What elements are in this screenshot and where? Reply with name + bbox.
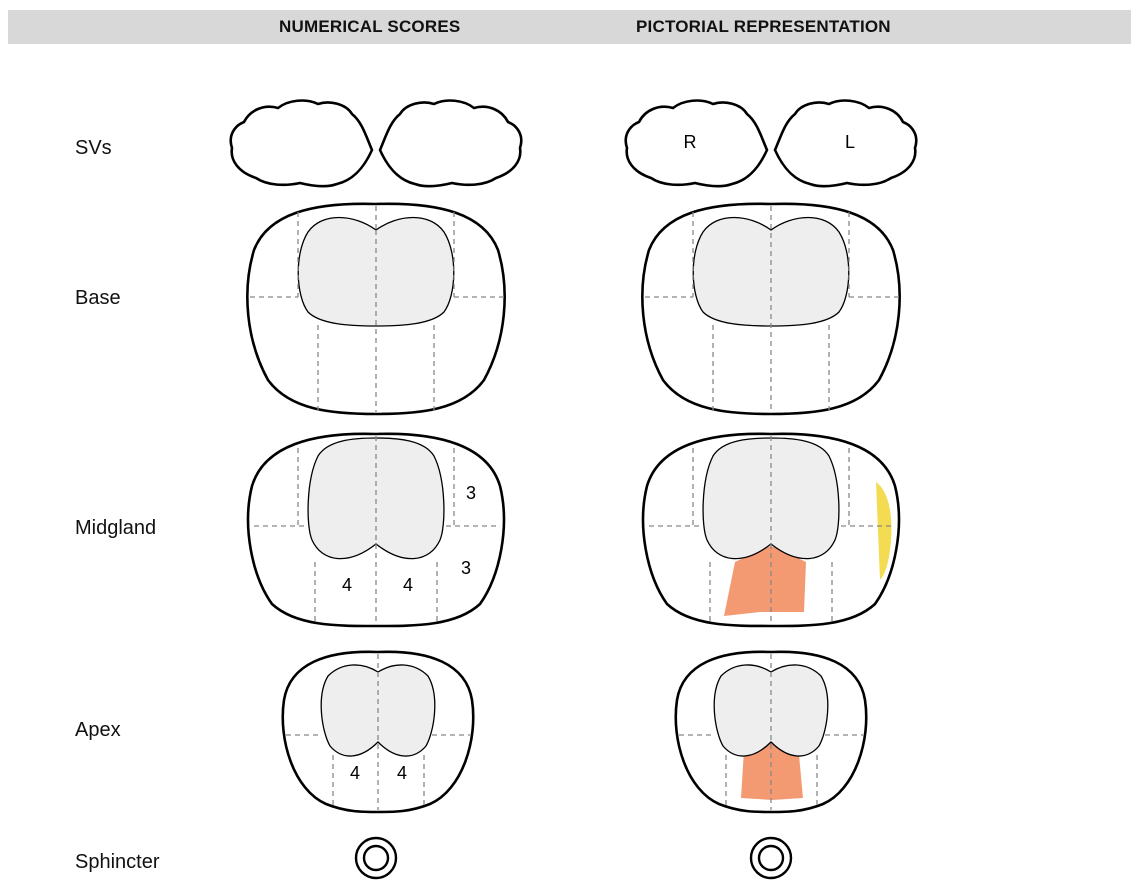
midgland-score-inner-right: 4: [403, 575, 413, 595]
midgland-score-inner-left: 4: [342, 575, 352, 595]
sv-left-outline: [380, 101, 521, 187]
apex-score-inner-left: 4: [350, 763, 360, 783]
midgland-score-right-top: 3: [466, 483, 476, 503]
apex-numerical: 4 4: [283, 652, 473, 812]
midgland-pictorial: [643, 434, 899, 626]
sv-right-outline: [231, 101, 372, 187]
svs-pictorial: R L: [626, 101, 917, 187]
sv-left-label: L: [845, 132, 855, 152]
midgland-numerical: 3 3 4 4: [248, 434, 504, 626]
apex-pictorial: [676, 652, 866, 812]
base-numerical: [247, 204, 505, 414]
sphincter-pictorial: [751, 838, 791, 878]
svs-numerical: [231, 101, 522, 187]
apex-score-inner-right: 4: [397, 763, 407, 783]
midgland-score-right-bottom: 3: [461, 558, 471, 578]
base-pictorial: [642, 204, 900, 414]
sphincter-numerical: [356, 838, 396, 878]
sv-right-label: R: [684, 132, 697, 152]
